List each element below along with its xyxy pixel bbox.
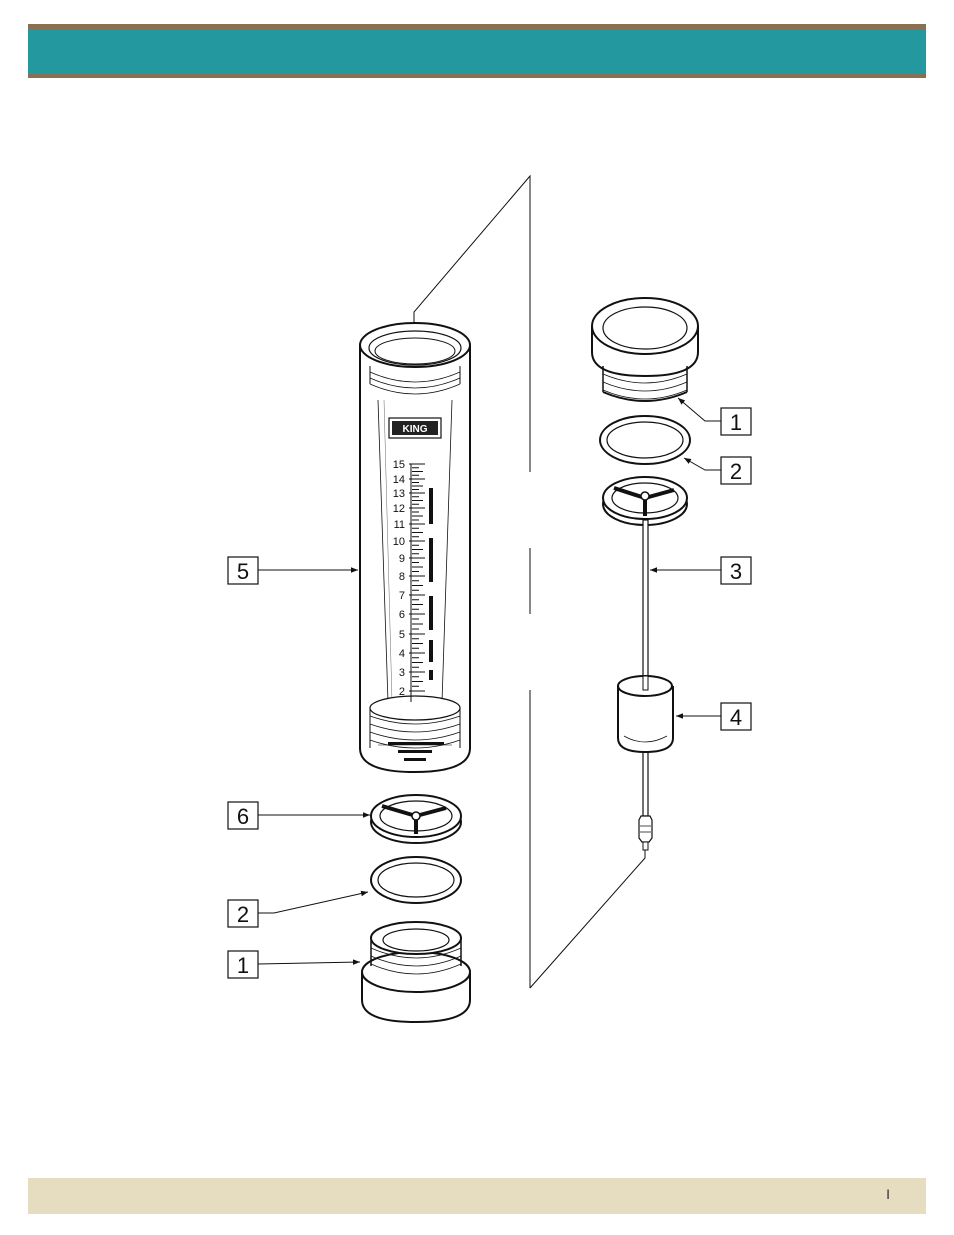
svg-text:2: 2	[730, 459, 742, 484]
svg-text:3: 3	[730, 559, 742, 584]
callout-left-2: 2	[228, 892, 368, 927]
callout-right-4: 4	[676, 703, 751, 730]
svg-text:2: 2	[237, 902, 249, 927]
tube-side-print	[429, 488, 433, 680]
page-marker: I	[886, 1186, 890, 1202]
callout-right-2: 2	[684, 457, 751, 484]
callout-left-6: 6	[228, 802, 370, 829]
float-stop-left	[371, 795, 461, 843]
scale-13: 13	[393, 488, 405, 500]
scale-5: 5	[399, 629, 405, 641]
svg-text:KING: KING	[403, 424, 428, 435]
scale-4: 4	[399, 648, 405, 660]
callout-right-1: 1	[678, 398, 751, 435]
scale-8: 8	[399, 571, 405, 583]
scale-ticks	[409, 464, 425, 702]
svg-text:1: 1	[730, 410, 742, 435]
callout-left-1: 1	[228, 951, 360, 978]
scale-6: 6	[399, 609, 405, 621]
o-ring-right	[600, 416, 690, 464]
scale-9: 9	[399, 553, 405, 565]
float-stop-right	[603, 477, 687, 525]
flowmeter-tube	[360, 323, 470, 772]
scale-11: 11	[394, 519, 405, 531]
tube-bottom-print	[388, 742, 444, 761]
svg-text:5: 5	[237, 559, 249, 584]
callout-right-3: 3	[650, 557, 751, 584]
end-fitting-right	[592, 298, 698, 401]
scale-3: 3	[399, 667, 405, 679]
scale-numbers: 15 14 13 12 11 10 9 8 7 6 5 4 3 2	[393, 459, 405, 698]
assembly-leader-lines	[414, 176, 645, 988]
footer-band: I	[28, 1178, 926, 1214]
svg-text:4: 4	[730, 705, 742, 730]
callout-left-5: 5	[228, 557, 358, 584]
o-ring-left	[371, 857, 461, 903]
scale-2: 2	[399, 686, 405, 698]
scale-14: 14	[393, 474, 405, 486]
svg-text:6: 6	[237, 804, 249, 829]
scale-12: 12	[393, 503, 405, 515]
svg-text:1: 1	[237, 953, 249, 978]
end-fitting-left	[362, 922, 470, 1022]
brand-logo: KING	[389, 418, 441, 438]
scale-15: 15	[393, 459, 405, 471]
float	[618, 676, 673, 752]
scale-10: 10	[393, 536, 405, 548]
scale-7: 7	[399, 590, 405, 602]
